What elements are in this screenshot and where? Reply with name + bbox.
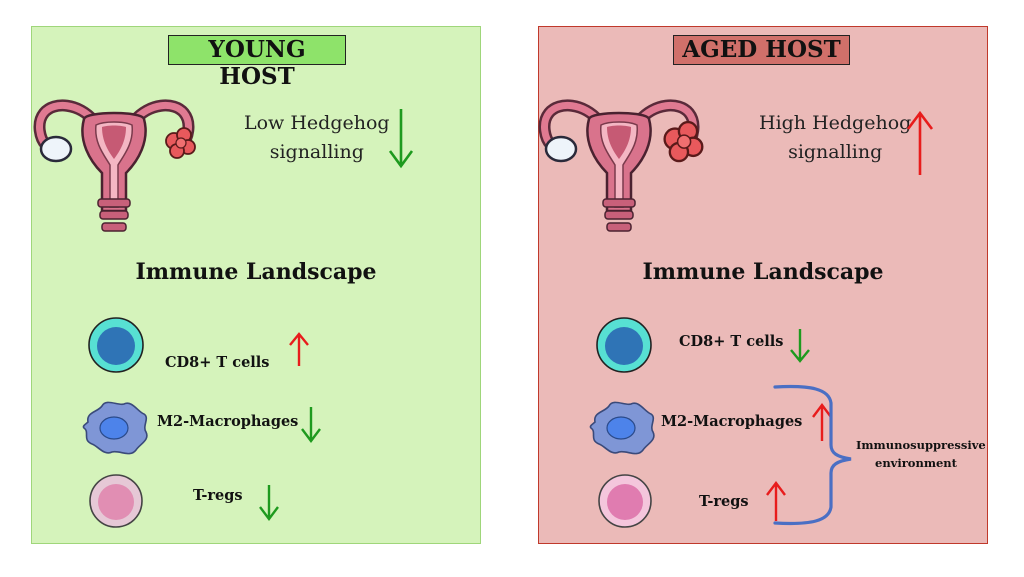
young-treg-label: T-regs — [193, 487, 243, 504]
young-signal-line1: Low Hedgehog — [244, 112, 390, 134]
young-immune-heading: Immune Landscape — [135, 259, 377, 285]
young-treg-arrow-down-icon — [259, 485, 279, 521]
young-macrophage-icon — [82, 401, 148, 455]
aged-signal-line1: High Hedgehog — [759, 112, 912, 134]
aged-signal-arrow-up-icon — [906, 110, 934, 175]
young-m2-label: M2-Macrophages — [157, 413, 299, 430]
aged-treg-arrow-up-icon — [766, 481, 786, 521]
young-signal-arrow-down-icon — [388, 109, 414, 169]
young-signal-text: Low Hedgehog signalling — [244, 109, 390, 167]
aged-macrophage-icon — [589, 401, 655, 455]
young-cd8-tcell-icon — [88, 317, 144, 373]
immunosuppressive-bracket — [773, 384, 852, 526]
aged-treg-label: T-regs — [699, 493, 749, 510]
aged-cd8-tcell-icon — [596, 317, 652, 373]
uterus-icon — [539, 61, 704, 241]
aged-cd8-arrow-down-icon — [790, 329, 810, 363]
aged-immune-heading: Immune Landscape — [642, 259, 884, 285]
aged-host-panel: AGED HOST High Hedgehog signalling Immun… — [538, 26, 988, 544]
young-treg-icon — [89, 474, 143, 528]
immunosuppressive-note: Immunosuppressive environment — [856, 436, 986, 472]
bracket-note-line2: environment — [875, 456, 957, 470]
young-cd8-arrow-up-icon — [289, 332, 309, 366]
young-m2-arrow-down-icon — [301, 407, 321, 443]
aged-m2-label: M2-Macrophages — [661, 413, 803, 430]
young-signal-line2: signalling — [269, 141, 364, 163]
aged-m2-arrow-up-icon — [812, 403, 832, 441]
uterus-icon — [34, 61, 196, 241]
aged-signal-text: High Hedgehog signalling — [759, 109, 911, 167]
aged-signal-line2: signalling — [788, 141, 883, 163]
bracket-note-line1: Immunosuppressive — [856, 438, 986, 452]
young-host-panel: YOUNG HOST Low Hedgehog signalling Immun… — [31, 26, 481, 544]
aged-host-title: AGED HOST — [673, 35, 850, 65]
aged-cd8-label: CD8+ T cells — [679, 333, 784, 350]
young-cd8-label: CD8+ T cells — [165, 354, 270, 371]
young-host-title: YOUNG HOST — [168, 35, 346, 90]
aged-treg-icon — [598, 474, 652, 528]
